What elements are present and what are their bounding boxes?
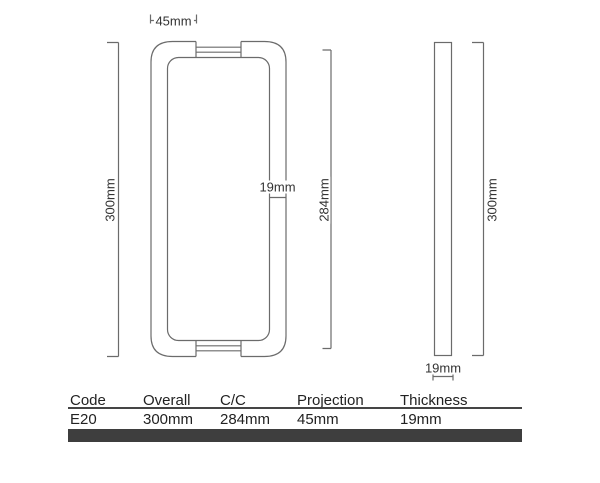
table-cell-projection: 45mm: [297, 411, 339, 428]
table-header-overall: Overall: [143, 392, 191, 409]
handle-outer-left: [150, 40, 197, 358]
table-cell-thickness: 19mm: [400, 411, 442, 428]
table-header-projection: Projection: [297, 392, 364, 409]
table-header-thickness: Thickness: [400, 392, 468, 409]
thickness-dimension-label-right: 19mm: [422, 360, 464, 375]
fixing-rod-lines: [196, 46, 241, 352]
dimension-line-overall-right: [472, 41, 485, 357]
table-cell-cc: 284mm: [220, 411, 271, 428]
thickness-dimension-label-left: 19mm: [257, 179, 298, 195]
table-header-code: Code: [70, 392, 106, 409]
table-header-rule: [68, 406, 522, 409]
handle-front-bar: [433, 41, 453, 357]
projection-dimension-label: 45mm: [153, 13, 194, 28]
overall-dimension-label-left: 300mm: [102, 175, 118, 224]
table-footer-bar: [68, 428, 522, 442]
dimension-line-overall-left: [107, 41, 120, 358]
dimension-line-centres: [322, 49, 332, 350]
handle-outer-right: [240, 40, 287, 358]
table-header-cc: C/C: [220, 392, 246, 409]
handle-inner-ring: [166, 56, 271, 342]
overall-dimension-label-right: 300mm: [484, 175, 499, 224]
table-cell-code: E20: [70, 411, 97, 428]
table-cell-overall: 300mm: [143, 411, 194, 428]
centres-dimension-label: 284mm: [316, 175, 331, 224]
